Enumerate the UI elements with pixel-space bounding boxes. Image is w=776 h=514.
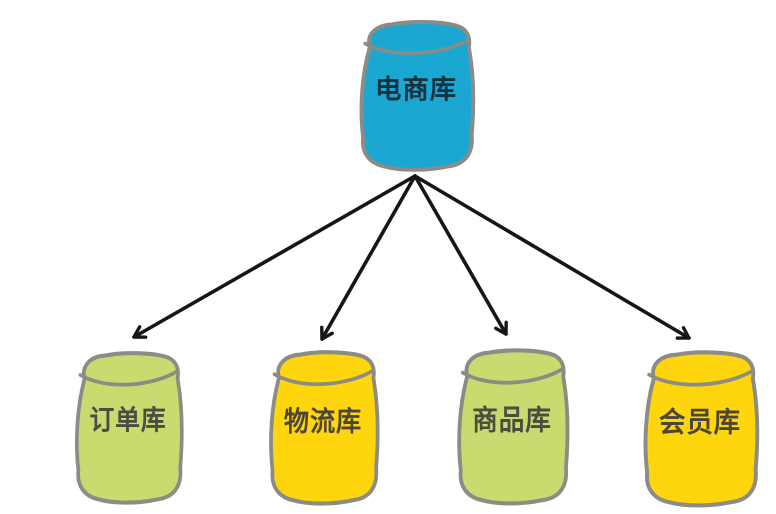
db-cylinder-logistics: 物流库 [260,343,386,511]
database-cylinder-icon: 物流库 [269,350,380,506]
db-label: 商品库 [472,404,551,435]
arrow-to-orders-db [132,174,417,339]
db-label: 会员库 [659,407,741,438]
db-cylinder-ecommerce: 电商库 [350,13,482,177]
arrow-to-products-db [413,174,508,336]
db-label: 电商库 [375,74,457,104]
database-cylinder-icon: 电商库 [359,20,476,172]
database-cylinder-icon: 会员库 [643,350,760,508]
db-cylinder-products: 商品库 [448,341,576,511]
arrow-to-members-db [413,174,691,340]
db-label: 物流库 [284,406,362,437]
db-label: 订单库 [89,406,166,436]
database-cylinder-icon: 订单库 [74,351,184,505]
arrow-to-logistics-db [320,174,417,341]
db-cylinder-orders: 订单库 [66,344,190,510]
database-cylinder-icon: 商品库 [457,348,570,506]
db-cylinder-members: 会员库 [634,343,766,513]
